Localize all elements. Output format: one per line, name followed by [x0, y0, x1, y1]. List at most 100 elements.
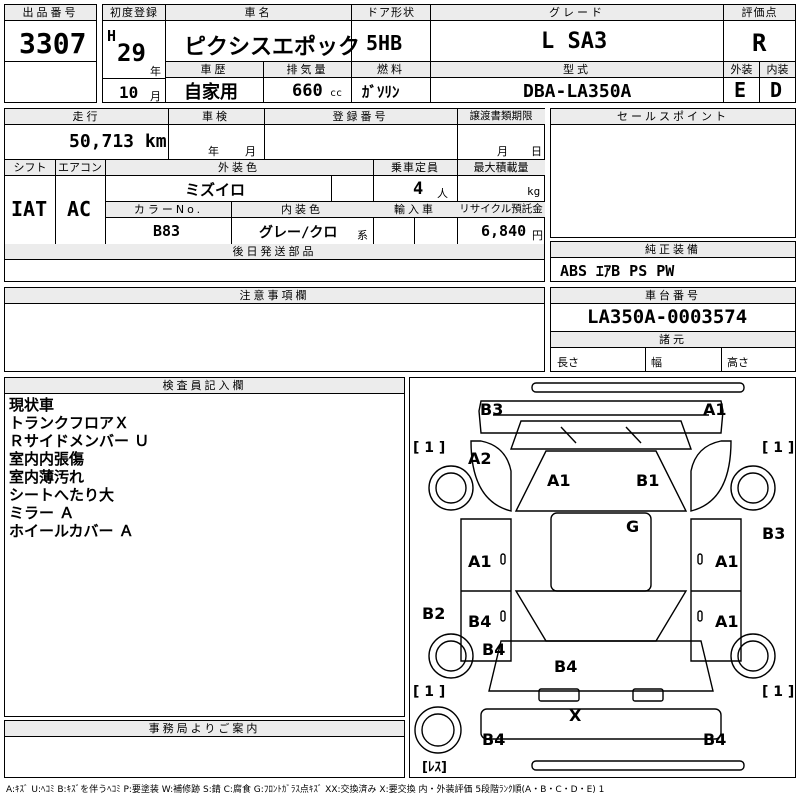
windshield — [514, 450, 688, 512]
model-cell: 型式 DBA-LA350A — [430, 61, 724, 103]
info-grid: 走行 車検 登録番号 譲渡書類期限 50,713 km 年 月 月 日 シフト … — [4, 108, 545, 282]
front-bumper — [531, 382, 745, 393]
fuel-cell: 燃料 ｶﾞｿﾘﾝ — [351, 61, 431, 103]
rear-panel — [480, 708, 722, 740]
legend-text: A:ｷｽﾞ U:ﾍｺﾐ B:ｷｽﾞを伴うﾍｺﾐ P:要塗装 W:補修跡 S:錆 … — [6, 785, 605, 795]
load-unit: kg — [527, 185, 541, 198]
inspector-note: ホイールカバー Ａ — [9, 522, 134, 540]
office-label: 事務局よりご案内 — [5, 721, 404, 737]
mileage-label: 走行 — [5, 109, 168, 125]
transfer-day-unit: 日 — [531, 145, 542, 158]
caution-box: 注意事項欄 — [4, 287, 545, 372]
month-value: 10 — [119, 83, 139, 102]
damage-mark: B4 — [554, 657, 578, 676]
exterior-label: 外装 — [724, 62, 759, 78]
score-cell: 評価点 R — [723, 4, 796, 62]
chassis-value: LA350A-0003574 — [587, 306, 748, 328]
equipment-box: 純正装備 ABS ｴｱB PS PW — [550, 241, 796, 282]
interior-label: 内装 — [760, 62, 795, 78]
rear-lamp-left — [538, 688, 580, 702]
car-name-label: 車名 — [166, 5, 351, 21]
spare-wheel — [414, 706, 462, 754]
displacement-value: 660 — [292, 81, 323, 101]
import-label: 輸入車 — [373, 202, 457, 218]
aircon-value: AC — [67, 197, 92, 221]
door-label: ドア形状 — [352, 5, 430, 21]
lot-number-cell: 出品番号 3307 — [4, 4, 97, 62]
color-no-value: B83 — [153, 222, 181, 240]
rear-right-wheel — [730, 633, 776, 679]
int-color-label: 内装色 — [231, 202, 373, 218]
fuel-label: 燃料 — [352, 62, 430, 78]
transfer-month-unit: 月 — [497, 145, 508, 158]
grade-value: L SA3 — [541, 29, 608, 54]
inspector-note: ミラー Ａ — [9, 504, 75, 522]
inspector-note: 室内内張傷 — [9, 450, 85, 468]
chassis-box: 車台番号 LA350A-0003574 諸元 長さ 幅 高さ — [550, 287, 796, 372]
front-right-arch — [690, 440, 732, 512]
door-cell: ドア形状 5HB — [351, 4, 431, 62]
damage-mark: B4 — [482, 640, 506, 659]
front-right-wheel — [730, 465, 776, 511]
inspector-note: トランクフロアＸ — [9, 414, 130, 432]
first-registration-label: 初度登録 — [103, 5, 165, 21]
damage-mark: B4 — [468, 612, 492, 631]
front-left-wheel — [428, 465, 474, 511]
displacement-unit: cc — [330, 88, 343, 99]
first-registration-cell: 初度登録 H 29 年 10 月 — [102, 4, 166, 103]
inspector-label: 検査員記入欄 — [5, 378, 404, 394]
int-color-unit: 系 — [357, 229, 368, 242]
damage-mark: B1 — [636, 471, 660, 490]
width-label: 幅 — [651, 356, 662, 369]
damage-mark: A2 — [468, 449, 492, 468]
height-label: 高さ — [727, 356, 749, 369]
shift-value: IAT — [11, 197, 48, 221]
later-parts-label: 後日発送部品 — [5, 244, 544, 260]
regno-label: 登録番号 — [264, 109, 457, 125]
front-left-arch — [470, 440, 512, 512]
rear-window — [514, 590, 688, 642]
front-hood — [478, 400, 724, 434]
capacity-label: 乗車定員 — [373, 160, 457, 176]
displacement-cell: 排気量 660 cc — [263, 61, 352, 103]
car-name-value: ピクシスエポック — [184, 35, 361, 60]
rear-lamp-right — [632, 688, 664, 702]
score-label: 評価点 — [724, 5, 795, 21]
fuel-value: ｶﾞｿﾘﾝ — [362, 83, 400, 101]
damage-mark: A1 — [715, 612, 739, 631]
damage-mark: A1 — [703, 400, 727, 419]
recycle-unit: 円 — [532, 229, 543, 242]
rear-bumper — [531, 760, 745, 771]
mileage-value: 50,713 km — [69, 131, 167, 152]
capacity-value: 4 — [413, 179, 424, 199]
shift-label: シフト — [5, 160, 55, 176]
inspection-label: 車検 — [168, 109, 264, 125]
damage-mark: B3 — [480, 400, 504, 419]
damage-mark: B2 — [422, 604, 446, 623]
rear-left-wheel — [428, 633, 474, 679]
recycle-value: 6,840 — [481, 222, 527, 240]
lot-number-value: 3307 — [19, 27, 87, 60]
load-label: 最大積載量 — [457, 160, 545, 176]
damage-mark: B4 — [703, 730, 727, 749]
aircon-label: エアコン — [55, 160, 105, 176]
inspector-notes: 現状車 トランクフロアＸ Ｒサイドメンバー Ｕ 室内内張傷 室内薄汚れ シートへ… — [9, 396, 149, 540]
recycle-label: リサイクル預託金 — [457, 202, 545, 218]
car-diagram — [414, 382, 776, 771]
year-value: 29 — [117, 39, 146, 67]
ext-color-value: ミズイロ — [185, 181, 246, 199]
tire-tag-rear-right: [ 1 ] — [762, 684, 795, 700]
capacity-unit: 人 — [437, 187, 448, 200]
transfer-label: 譲渡書類期限 — [457, 109, 545, 125]
damage-mark: A1 — [468, 552, 492, 571]
score-value: R — [752, 29, 767, 57]
lot-number-blank — [4, 61, 97, 103]
tire-tag-front-left: [ 1 ] — [413, 440, 446, 456]
model-value: DBA-LA350A — [523, 81, 632, 102]
history-label: 車歴 — [166, 62, 263, 78]
damage-mark: G — [626, 517, 640, 536]
chassis-label: 車台番号 — [551, 288, 795, 304]
caution-label: 注意事項欄 — [5, 288, 544, 304]
month-unit: 月 — [150, 90, 161, 103]
car-diagram-box: [ 1 ] [ 1 ] [ 1 ] [ 1 ] [ﾚｽ] B3 A1 A2 A1… — [409, 377, 796, 778]
